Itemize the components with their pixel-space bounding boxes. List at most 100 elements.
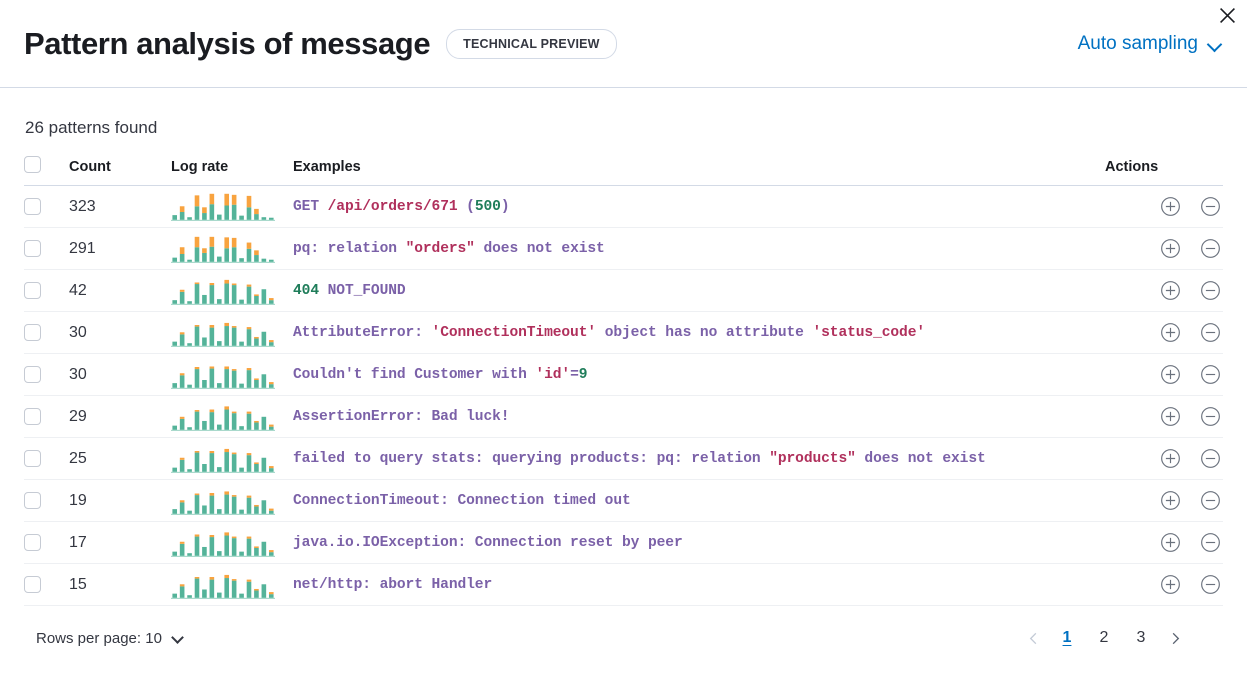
row-checkbox[interactable] bbox=[24, 366, 41, 383]
plus-in-circle-icon[interactable] bbox=[1157, 194, 1183, 220]
token-base: ) bbox=[500, 198, 510, 215]
log-rate-cell bbox=[171, 479, 293, 522]
select-all-checkbox[interactable] bbox=[24, 156, 41, 173]
actions-cell bbox=[1105, 353, 1223, 396]
plus-in-circle-icon[interactable] bbox=[1157, 446, 1183, 472]
count-value: 25 bbox=[69, 437, 171, 480]
log-rate-sparkline bbox=[171, 322, 275, 347]
token-str: 'id' bbox=[535, 366, 571, 383]
log-rate-sparkline bbox=[171, 448, 275, 473]
column-header-log-rate[interactable]: Log rate bbox=[171, 156, 293, 186]
chevron-down-icon bbox=[1207, 36, 1223, 52]
plus-in-circle-icon[interactable] bbox=[1157, 236, 1183, 262]
count-value: 17 bbox=[69, 521, 171, 564]
minus-in-circle-icon[interactable] bbox=[1197, 320, 1223, 346]
log-rate-cell bbox=[171, 227, 293, 270]
minus-in-circle-icon[interactable] bbox=[1197, 446, 1223, 472]
minus-in-circle-icon[interactable] bbox=[1197, 362, 1223, 388]
plus-in-circle-icon[interactable] bbox=[1157, 320, 1183, 346]
row-checkbox[interactable] bbox=[24, 492, 41, 509]
example-message: Couldn't find Customer with 'id'=9 bbox=[293, 353, 1105, 396]
row-select-cell bbox=[24, 521, 69, 564]
minus-in-circle-icon[interactable] bbox=[1197, 530, 1223, 556]
count-value: 30 bbox=[69, 311, 171, 354]
minus-in-circle-icon[interactable] bbox=[1197, 236, 1223, 262]
page-button-3[interactable]: 3 bbox=[1136, 629, 1146, 646]
table-row[interactable]: 25 failed to query stats: querying produc… bbox=[24, 437, 1223, 480]
row-checkbox[interactable] bbox=[24, 408, 41, 425]
row-checkbox[interactable] bbox=[24, 534, 41, 551]
minus-in-circle-icon[interactable] bbox=[1197, 278, 1223, 304]
minus-in-circle-icon[interactable] bbox=[1197, 572, 1223, 598]
column-header-count[interactable]: Count bbox=[69, 156, 171, 186]
token-base: net/http: abort Handler bbox=[293, 576, 493, 593]
row-checkbox[interactable] bbox=[24, 576, 41, 593]
token-str: "products" bbox=[769, 450, 856, 467]
chevron-right-icon[interactable] bbox=[1161, 624, 1189, 652]
token-str: 'ConnectionTimeout' bbox=[431, 324, 597, 341]
chevron-left-icon[interactable] bbox=[1019, 624, 1047, 652]
row-select-cell bbox=[24, 437, 69, 480]
pagination: 1 2 3 bbox=[1019, 624, 1189, 652]
token-base: java.io.IOException: Connection reset by… bbox=[293, 534, 683, 551]
token-base: does not exist bbox=[474, 240, 605, 257]
column-header-examples[interactable]: Examples bbox=[293, 156, 1105, 186]
example-message: java.io.IOException: Connection reset by… bbox=[293, 521, 1105, 564]
actions-cell bbox=[1105, 269, 1223, 312]
table-header: Count Log rate Examples Actions bbox=[24, 156, 1223, 186]
rows-per-page-selector[interactable]: Rows per page: 10 bbox=[36, 630, 185, 647]
count-value: 291 bbox=[69, 227, 171, 270]
log-rate-cell bbox=[171, 395, 293, 438]
row-select-cell bbox=[24, 227, 69, 270]
minus-in-circle-icon[interactable] bbox=[1197, 488, 1223, 514]
page-button-1[interactable]: 1 bbox=[1062, 629, 1072, 646]
row-select-cell bbox=[24, 479, 69, 522]
row-select-cell bbox=[24, 353, 69, 396]
plus-in-circle-icon[interactable] bbox=[1157, 572, 1183, 598]
title-group: Pattern analysis of message TECHNICAL PR… bbox=[24, 26, 617, 62]
table-row[interactable]: 17 java.io.IOException: Connection reset … bbox=[24, 521, 1223, 564]
plus-in-circle-icon[interactable] bbox=[1157, 488, 1183, 514]
table-header-row: Count Log rate Examples Actions bbox=[24, 156, 1223, 186]
count-value: 19 bbox=[69, 479, 171, 522]
token-base: failed to query stats: querying products… bbox=[293, 450, 770, 467]
example-message: AssertionError: Bad luck! bbox=[293, 395, 1105, 438]
token-base: ( bbox=[457, 198, 475, 215]
token-str: 'status_code' bbox=[812, 324, 926, 341]
plus-in-circle-icon[interactable] bbox=[1157, 530, 1183, 556]
row-checkbox[interactable] bbox=[24, 324, 41, 341]
plus-in-circle-icon[interactable] bbox=[1157, 362, 1183, 388]
token-base: = bbox=[570, 366, 579, 383]
patterns-found-count: 26 patterns found bbox=[25, 118, 158, 137]
minus-in-circle-icon[interactable] bbox=[1197, 404, 1223, 430]
count-value: 30 bbox=[69, 353, 171, 396]
row-checkbox[interactable] bbox=[24, 450, 41, 467]
page-title: Pattern analysis of message bbox=[24, 25, 431, 61]
plus-in-circle-icon[interactable] bbox=[1157, 404, 1183, 430]
minus-in-circle-icon[interactable] bbox=[1197, 194, 1223, 220]
actions-cell bbox=[1105, 521, 1223, 564]
token-base: Couldn't find Customer with bbox=[293, 366, 536, 383]
row-checkbox[interactable] bbox=[24, 240, 41, 257]
row-checkbox[interactable] bbox=[24, 282, 41, 299]
actions-cell bbox=[1105, 437, 1223, 480]
auto-sampling-dropdown[interactable]: Auto sampling bbox=[1078, 33, 1223, 55]
log-rate-sparkline bbox=[171, 405, 275, 431]
row-checkbox[interactable] bbox=[24, 198, 41, 215]
plus-in-circle-icon[interactable] bbox=[1157, 278, 1183, 304]
close-icon[interactable] bbox=[1214, 2, 1240, 28]
table-row[interactable]: 30 Couldn't find Customer with 'id'=9 bbox=[24, 353, 1223, 396]
page-button-2[interactable]: 2 bbox=[1099, 629, 1109, 646]
technical-preview-badge: TECHNICAL PREVIEW bbox=[446, 28, 617, 59]
log-rate-sparkline bbox=[171, 193, 275, 221]
rows-per-page-label: Rows per page: 10 bbox=[36, 629, 162, 647]
token-base: does not exist bbox=[855, 450, 986, 467]
